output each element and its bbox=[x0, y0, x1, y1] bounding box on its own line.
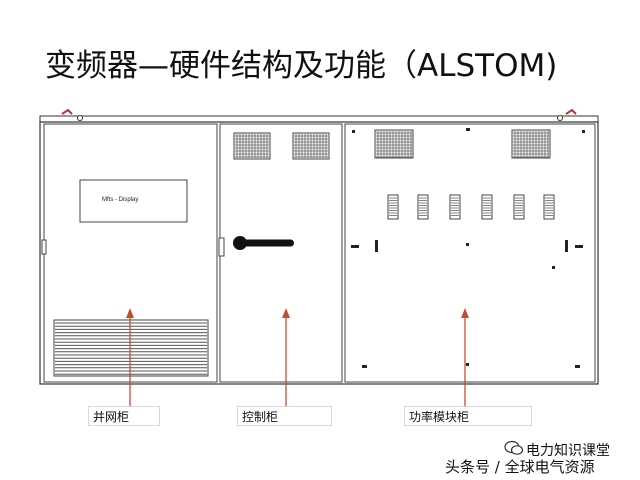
watermark-line2: 头条号 / 全球电气资源 bbox=[445, 458, 595, 476]
display-label: Mfts - Display bbox=[102, 197, 139, 203]
arrow-grid bbox=[126, 308, 134, 408]
arrow-power bbox=[461, 308, 469, 408]
vent-power-right bbox=[511, 129, 551, 159]
label-grid-cabinet: 并网柜 bbox=[88, 406, 160, 426]
module-slot bbox=[417, 194, 429, 220]
vent-power-left bbox=[374, 129, 414, 159]
watermark-line1: 电力知识课堂 bbox=[526, 443, 610, 459]
control-cabinet bbox=[218, 123, 343, 383]
door-hinge-control bbox=[218, 237, 225, 257]
lifting-eye-left bbox=[61, 108, 83, 121]
label-control-cabinet: 控制柜 bbox=[237, 406, 332, 426]
module-slot bbox=[449, 194, 461, 220]
arrow-control bbox=[282, 308, 290, 408]
fastener-marks bbox=[351, 128, 585, 368]
door-lever-handle bbox=[233, 236, 294, 250]
top-rail bbox=[39, 115, 599, 123]
module-slots bbox=[387, 194, 555, 220]
display-panel bbox=[79, 179, 188, 223]
lifting-eye-right bbox=[557, 108, 577, 121]
wechat-icon bbox=[504, 440, 524, 455]
vent-small-right bbox=[292, 132, 330, 160]
power-module-cabinet bbox=[344, 123, 596, 383]
slide-title: 变频器—硬件结构及功能（ALSTOM) bbox=[45, 48, 558, 84]
door-handle-grid bbox=[41, 239, 47, 255]
module-slot bbox=[481, 194, 493, 220]
module-slot bbox=[513, 194, 525, 220]
module-slot bbox=[543, 194, 555, 220]
label-power-module-cabinet: 功率模块柜 bbox=[404, 406, 532, 426]
vent-small-left bbox=[233, 132, 271, 160]
module-slot bbox=[387, 194, 399, 220]
